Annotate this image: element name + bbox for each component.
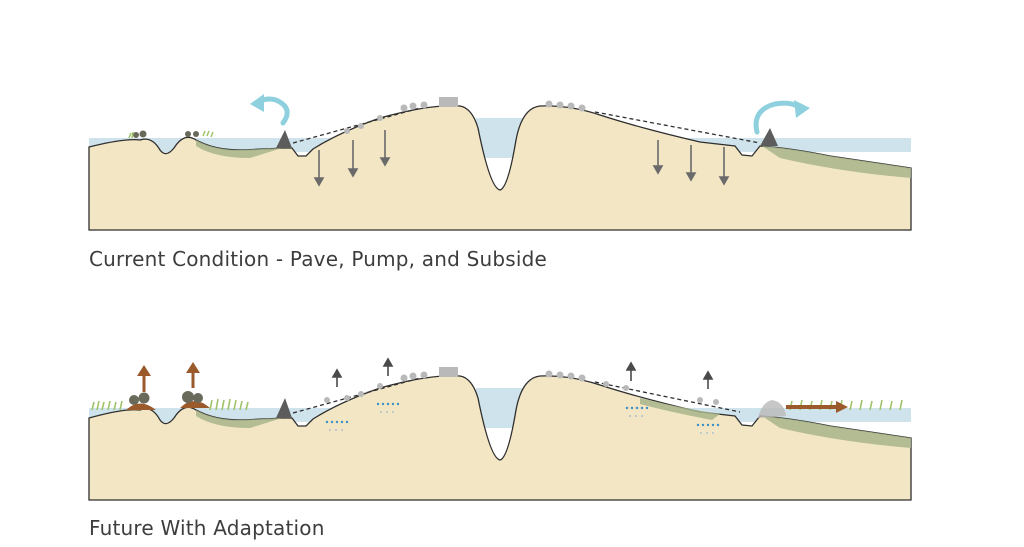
water-droplets-icon [329, 411, 714, 434]
original-grade-line [292, 107, 421, 144]
caption-current-condition: Current Condition - Pave, Pump, and Subs… [89, 247, 548, 271]
grass-icon [128, 130, 214, 139]
mound-sediment-right [180, 401, 210, 408]
left-marsh [196, 140, 282, 158]
down-arrow-icon [313, 130, 730, 187]
building-icon [344, 97, 586, 134]
up-arrow-icon [331, 357, 714, 389]
right-marsh [762, 146, 911, 178]
levee-icon [758, 400, 786, 418]
levee-icon [760, 128, 778, 146]
infill-marsh [640, 398, 720, 420]
brown-up-arrow-icon [137, 362, 200, 392]
building-icon [324, 367, 719, 405]
curved-arrow-icon [794, 100, 810, 118]
future-adaptation-diagram [88, 357, 912, 501]
mound-vegetation-left [133, 130, 199, 138]
curved-arrow-icon [250, 94, 264, 112]
right-arrow-icon [786, 401, 848, 413]
levee-icon [276, 398, 292, 418]
right-marsh [762, 416, 911, 448]
curved-arrow-icon [753, 100, 803, 135]
mound-vegetation [129, 391, 203, 405]
left-marsh [196, 410, 282, 428]
caption-future-adaptation: Future With Adaptation [89, 516, 325, 540]
current-condition-panel: Current Condition - Pave, Pump, and Subs… [88, 94, 912, 271]
original-grade-line [292, 377, 421, 414]
mound-sediment-left [126, 403, 156, 410]
water-droplets-icon [325, 402, 720, 427]
original-grade-line [594, 381, 741, 413]
levee-icon [276, 130, 292, 148]
future-adaptation-panel: Future With Adaptation [0, 270, 1024, 547]
current-condition-diagram [88, 94, 912, 231]
